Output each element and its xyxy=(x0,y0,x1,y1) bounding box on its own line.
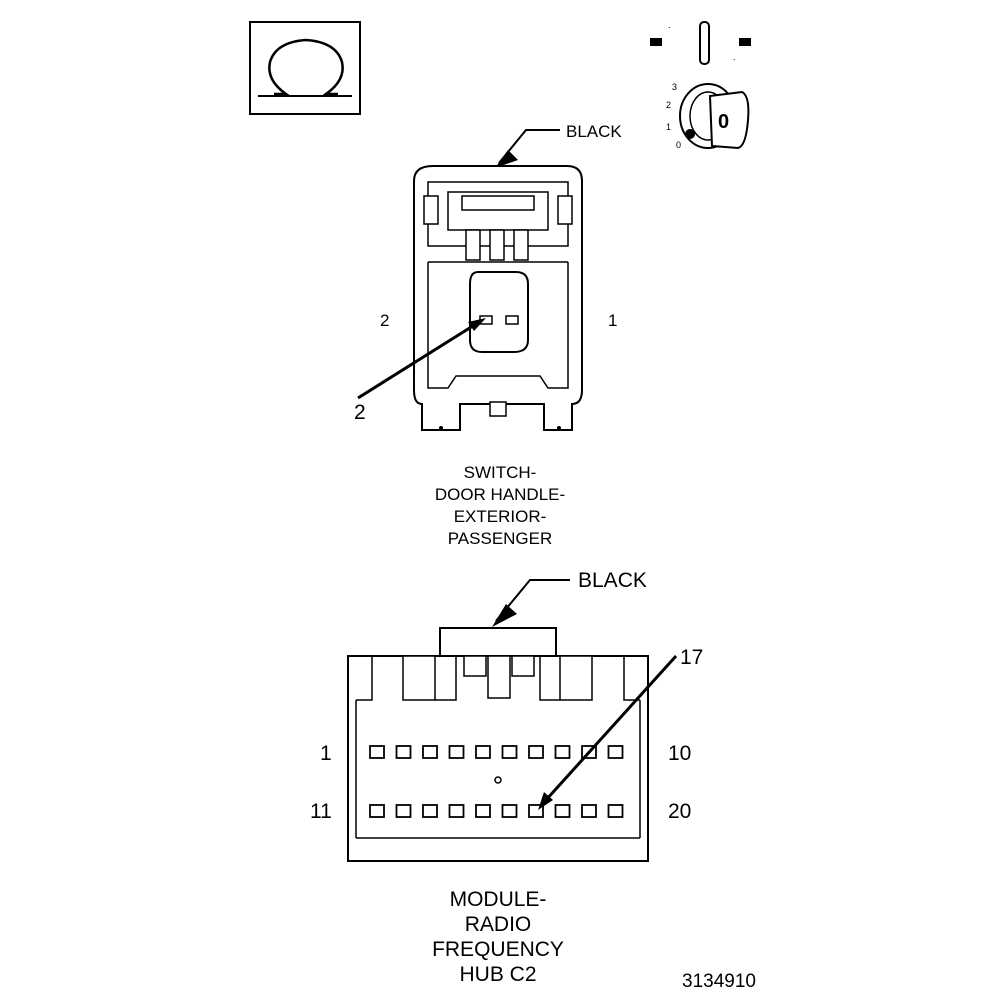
ohm-symbol-icon xyxy=(249,21,361,115)
svg-text:.: . xyxy=(668,20,671,30)
pin-cavity-19 xyxy=(581,804,597,818)
switch-title-line-1: SWITCH- xyxy=(464,463,537,482)
module-connector: BLACK 1 10 11 20 17 MODULE- RADIO xyxy=(310,569,703,986)
module-title-line-1: MODULE- xyxy=(450,888,547,911)
key-label: 0 xyxy=(718,111,729,133)
switch-connector: BLACK 2 1 2 SWITCH- DOOR HANDLE- EXTERI xyxy=(354,122,622,548)
row1-right-label: 10 xyxy=(668,742,691,765)
pin-row-2 xyxy=(369,804,624,818)
module-color-label: BLACK xyxy=(578,569,647,592)
key-pos-1: 1 xyxy=(666,122,671,132)
switch-side-left-label: 2 xyxy=(380,311,389,330)
row2-right-label: 20 xyxy=(668,800,691,823)
pin-cavity-8 xyxy=(554,745,571,759)
key-pos-2: 2 xyxy=(666,100,671,110)
pin-cavity-11 xyxy=(369,804,385,818)
module-title-line-2: RADIO xyxy=(465,913,532,936)
pin-cavity-3 xyxy=(422,745,438,759)
pin-cavity-18 xyxy=(554,804,571,818)
pin-cavity-16 xyxy=(501,804,518,818)
pin-cavity-15 xyxy=(475,804,491,818)
pin-cavity-4 xyxy=(448,745,465,759)
pin-cavity-20 xyxy=(607,804,624,818)
switch-title-line-2: DOOR HANDLE- xyxy=(435,485,565,504)
row1-left-label: 1 xyxy=(320,742,332,765)
svg-text:.: . xyxy=(733,52,736,62)
switch-pin-callout: 2 xyxy=(354,401,366,424)
pin-cavity-12 xyxy=(395,804,412,818)
pin-cavity-5 xyxy=(475,745,491,759)
pin-cavity-14 xyxy=(448,804,465,818)
switch-color-label: BLACK xyxy=(566,122,622,141)
key-pos-0: 0 xyxy=(676,140,681,150)
pin-cavity-2 xyxy=(395,745,412,759)
key-pos-3: 3 xyxy=(672,82,677,92)
pin-cavity-7 xyxy=(528,745,544,759)
pin-cavity-10 xyxy=(607,745,624,759)
pin-cavity-6 xyxy=(501,745,518,759)
pin-cavity-13 xyxy=(422,804,438,818)
module-title-line-4: HUB C2 xyxy=(459,963,536,986)
switch-title-line-4: PASSENGER xyxy=(448,529,553,548)
row2-left-label: 11 xyxy=(310,800,332,823)
switch-title-line-3: EXTERIOR- xyxy=(454,507,547,526)
module-title-line-3: FREQUENCY xyxy=(432,938,564,961)
switch-side-right-label: 1 xyxy=(608,311,617,330)
ignition-key-icon: . . 0 3 2 1 0 xyxy=(650,20,751,150)
diagram-id: 3134910 xyxy=(682,971,756,992)
pin-cavity-1 xyxy=(369,745,385,759)
module-pin-callout: 17 xyxy=(680,646,703,669)
